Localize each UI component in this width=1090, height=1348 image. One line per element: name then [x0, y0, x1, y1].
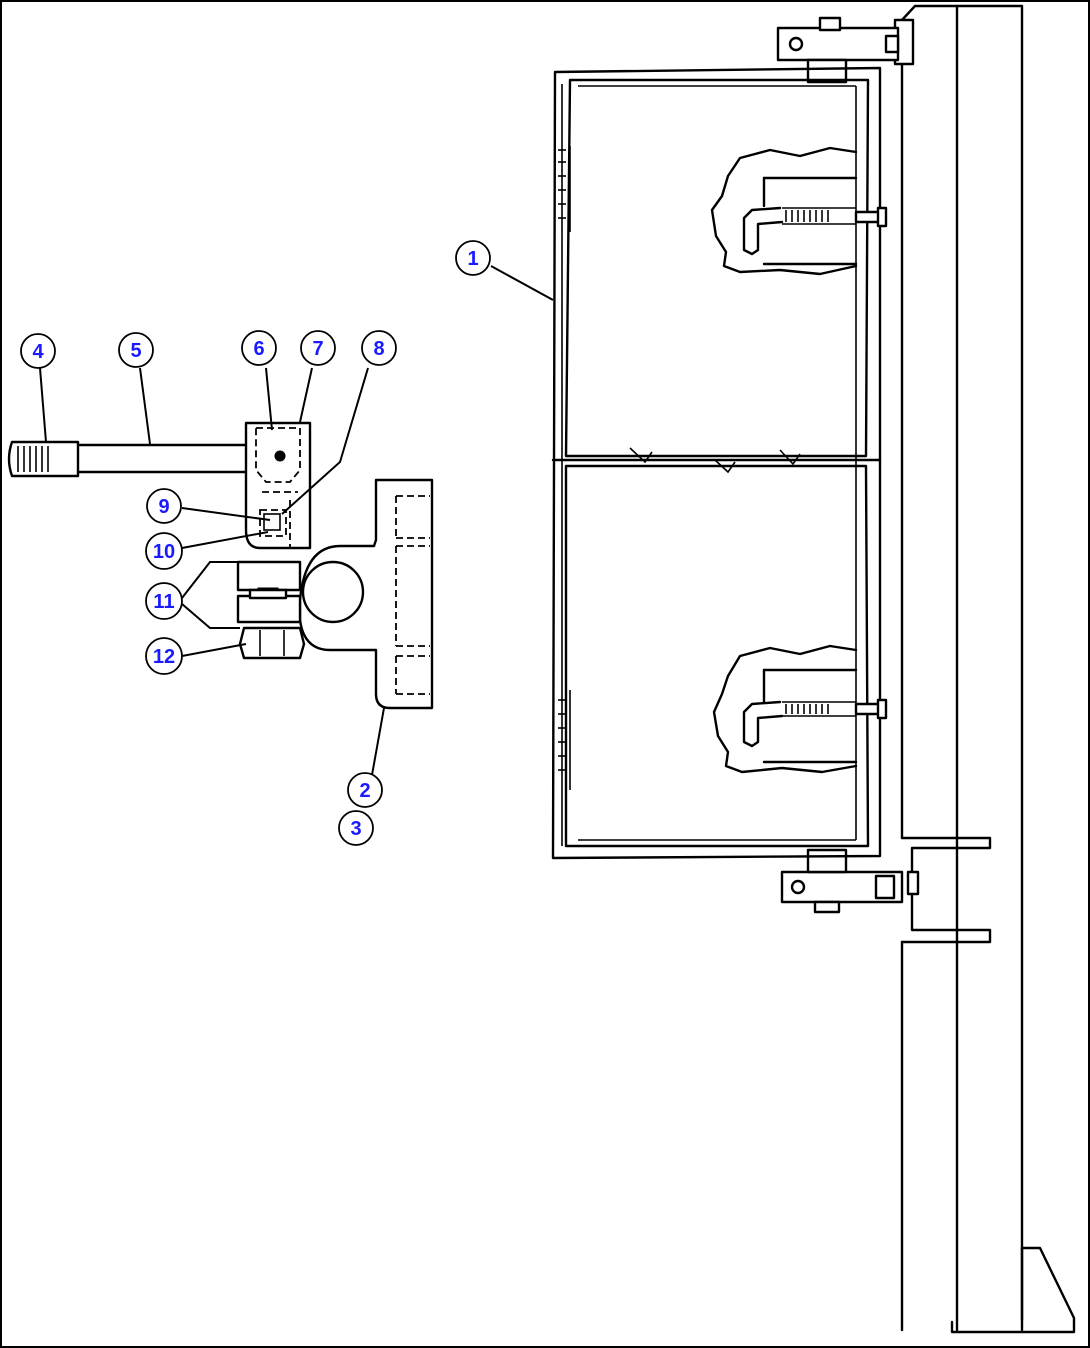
rod [76, 443, 248, 474]
callout-label: 4 [32, 341, 44, 363]
callout-label: 7 [312, 338, 323, 360]
mounting-post [900, 4, 1076, 1334]
lower-bracket [780, 836, 992, 944]
callout-1: 1 [455, 240, 491, 276]
callout-10: 10 [145, 532, 183, 570]
callout-label: 8 [373, 338, 384, 360]
callout-label: 12 [153, 646, 175, 668]
swivel-block [244, 421, 312, 550]
callout-label: 2 [359, 780, 370, 802]
upper-bracket [776, 16, 915, 84]
callout-3: 3 [338, 810, 374, 846]
washers-and-nut [236, 560, 306, 660]
callout-2: 2 [347, 772, 383, 808]
callout-label: 1 [467, 248, 478, 270]
clamp-body [298, 478, 434, 710]
callout-11: 11 [145, 582, 183, 620]
callout-6: 6 [241, 330, 277, 366]
callout-label: 11 [153, 591, 174, 613]
callout-label: 5 [130, 340, 141, 362]
callout-9: 9 [146, 488, 182, 524]
callout-label: 9 [158, 496, 169, 518]
mirror-frame [551, 66, 882, 860]
callout-label: 10 [153, 541, 175, 563]
callout-7: 7 [300, 330, 336, 366]
callout-4: 4 [20, 333, 56, 369]
upper-adjuster-cutaway [710, 146, 888, 276]
callout-12: 12 [145, 637, 183, 675]
callout-label: 6 [253, 338, 264, 360]
callout-label: 3 [350, 818, 361, 840]
leader-lines [39, 265, 554, 776]
callout-5: 5 [118, 332, 154, 368]
callout-8: 8 [361, 330, 397, 366]
lower-adjuster-cutaway [712, 644, 888, 774]
knob [7, 440, 80, 478]
